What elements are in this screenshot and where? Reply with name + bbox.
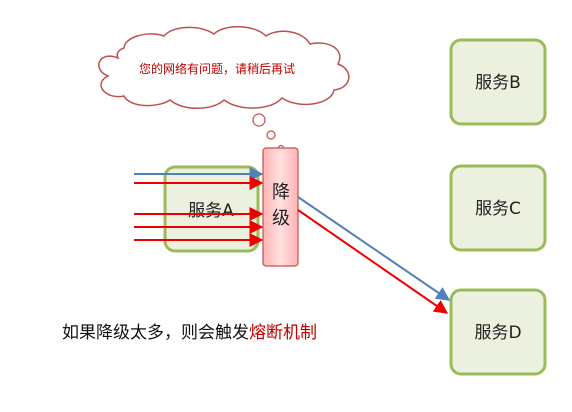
service-c-box: 服务C	[449, 164, 547, 252]
degrade-label-line1: 降	[272, 182, 290, 203]
outgoing-arrows	[297, 196, 451, 314]
cloud-message: 您的网络有问题，请稍后再试	[139, 61, 295, 76]
caption: 如果降级太多，则会触发熔断机制	[62, 318, 317, 343]
outgoing-arrow-red	[297, 209, 449, 314]
service-d-box: 服务D	[449, 288, 547, 376]
caption-text: 如果降级太多，则会触发	[62, 323, 249, 343]
service-a-label: 服务A	[188, 201, 234, 221]
service-d-label: 服务D	[474, 323, 521, 343]
incoming-arrows	[134, 167, 264, 247]
cloud-bubble-large	[252, 113, 266, 127]
thought-cloud: 您的网络有问题，请稍后再试	[98, 26, 350, 152]
degrade-block: 降 级	[262, 147, 299, 267]
cloud-shape	[98, 26, 350, 109]
outgoing-arrow-blue	[297, 196, 451, 301]
degrade-label-line2: 级	[272, 208, 290, 229]
service-c-label: 服务C	[475, 199, 521, 219]
service-b-label: 服务B	[475, 73, 521, 93]
service-b-box: 服务B	[449, 38, 547, 126]
cloud-bubble-medium	[266, 130, 276, 140]
service-a-box: 服务A	[163, 165, 260, 253]
caption-highlight: 熔断机制	[249, 323, 317, 343]
